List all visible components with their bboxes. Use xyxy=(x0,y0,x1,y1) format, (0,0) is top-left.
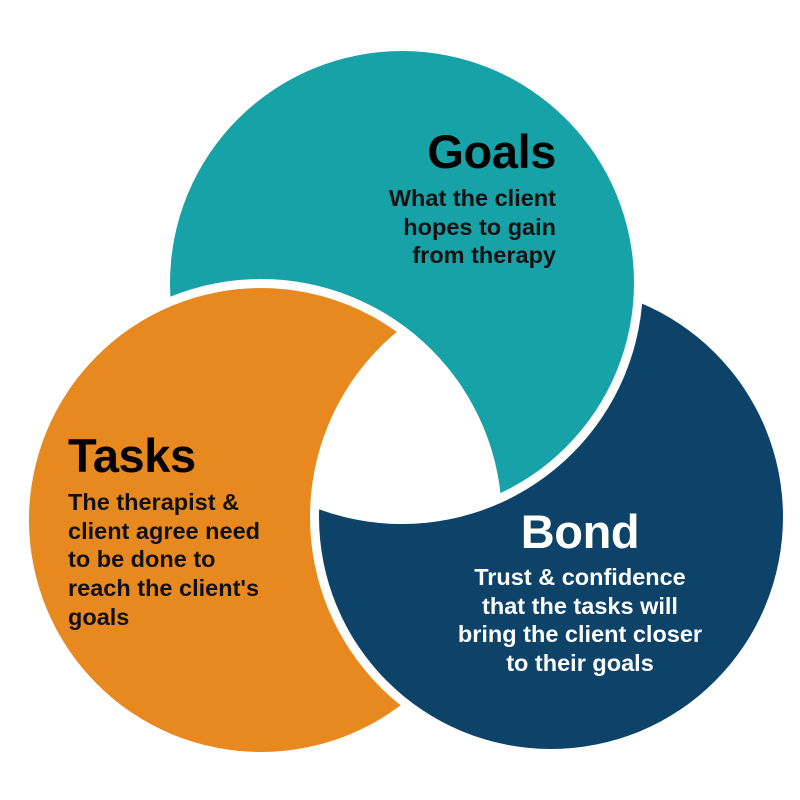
pinwheel-venn-graphic xyxy=(0,0,800,800)
working-alliance-diagram: Goals What the client hopes to gain from… xyxy=(0,0,800,800)
segment-shape-bond[interactable] xyxy=(0,0,800,800)
